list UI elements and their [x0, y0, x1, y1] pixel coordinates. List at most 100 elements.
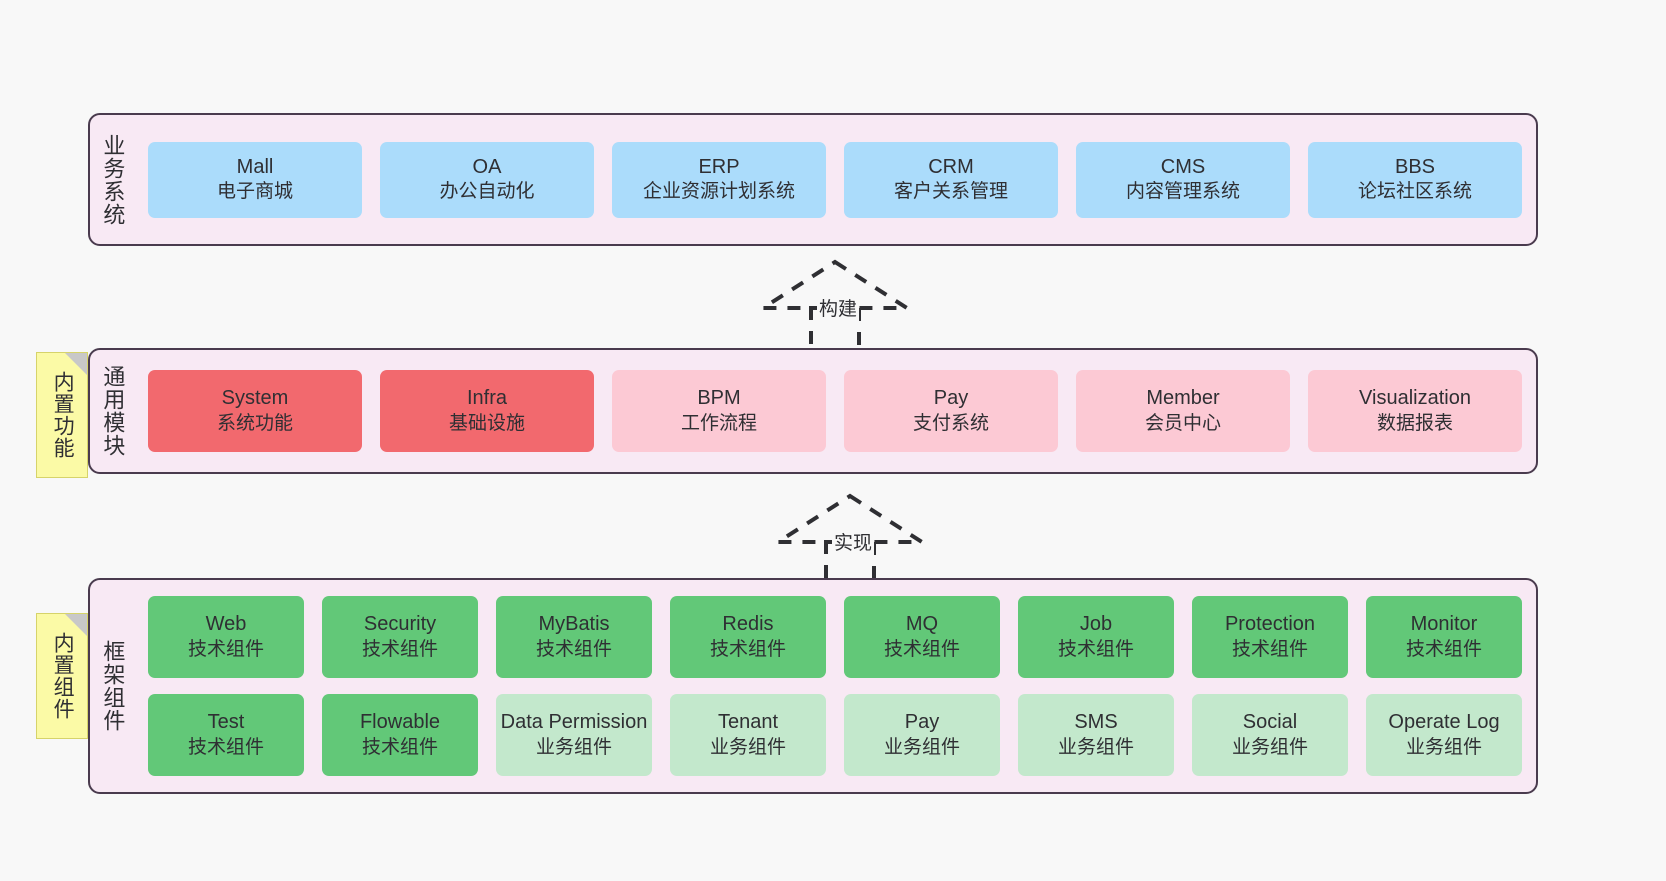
card-pay-module[interactable]: Pay 支付系统: [844, 370, 1058, 452]
card-infra-name: Infra: [466, 387, 508, 410]
card-data-permission-desc: 业务组件: [535, 736, 612, 758]
card-visualization-desc: 数据报表: [1376, 412, 1453, 434]
layer-body-framework: Web 技术组件 Security 技术组件 MyBatis 技术组件 Redi…: [134, 580, 1536, 792]
card-member[interactable]: Member 会员中心: [1076, 370, 1290, 452]
layer-framework-row-tech: Web 技术组件 Security 技术组件 MyBatis 技术组件 Redi…: [148, 596, 1522, 678]
card-operate-log-name: Operate Log: [1388, 711, 1500, 734]
card-operate-log-desc: 业务组件: [1405, 736, 1482, 758]
layer-framework-components: 框架组件 Web 技术组件 Security 技术组件 MyBatis 技术组件…: [88, 578, 1538, 794]
card-social-desc: 业务组件: [1231, 736, 1308, 758]
card-job[interactable]: Job 技术组件: [1018, 596, 1174, 678]
layer-title-common: 通用模块: [100, 365, 126, 457]
card-sms-name: SMS: [1074, 711, 1118, 734]
card-mybatis-desc: 技术组件: [535, 638, 612, 660]
card-operate-log[interactable]: Operate Log 业务组件: [1366, 694, 1522, 776]
card-system-name: System: [221, 387, 289, 410]
card-web-desc: 技术组件: [187, 638, 264, 660]
card-web-name: Web: [205, 613, 247, 636]
card-crm-name: CRM: [928, 155, 974, 178]
card-pay-component[interactable]: Pay 业务组件: [844, 694, 1000, 776]
card-data-permission-name: Data Permission: [500, 711, 648, 734]
layer-business-systems: 业务系统 Mall 电子商城 OA 办公自动化 ERP 企业资源计划系统 CRM: [88, 113, 1538, 246]
card-erp[interactable]: ERP 企业资源计划系统: [612, 141, 826, 218]
card-test-name: Test: [207, 711, 245, 734]
card-erp-desc: 企业资源计划系统: [642, 181, 795, 203]
layer-framework-row-business: Test 技术组件 Flowable 技术组件 Data Permission …: [148, 694, 1522, 776]
card-web[interactable]: Web 技术组件: [148, 596, 304, 678]
card-social[interactable]: Social 业务组件: [1192, 694, 1348, 776]
card-infra[interactable]: Infra 基础设施: [380, 370, 594, 452]
card-pay-module-desc: 支付系统: [912, 412, 989, 434]
card-protection-name: Protection: [1224, 613, 1316, 636]
card-visualization[interactable]: Visualization 数据报表: [1308, 370, 1522, 452]
card-bbs[interactable]: BBS 论坛社区系统: [1308, 141, 1522, 218]
connector-build-label: 构建: [817, 294, 860, 321]
note-fold-corner-icon: [65, 353, 87, 375]
card-cms[interactable]: CMS 内容管理系统: [1076, 141, 1290, 218]
card-social-name: Social: [1242, 711, 1298, 734]
card-tenant[interactable]: Tenant 业务组件: [670, 694, 826, 776]
card-bbs-name: BBS: [1394, 155, 1436, 178]
card-flowable[interactable]: Flowable 技术组件: [322, 694, 478, 776]
card-tenant-name: Tenant: [717, 711, 779, 734]
layer-body-business: Mall 电子商城 OA 办公自动化 ERP 企业资源计划系统 CRM 客户关系…: [134, 115, 1536, 244]
card-bpm[interactable]: BPM 工作流程: [612, 370, 826, 452]
card-test[interactable]: Test 技术组件: [148, 694, 304, 776]
card-visualization-name: Visualization: [1359, 387, 1471, 410]
card-protection-desc: 技术组件: [1231, 638, 1308, 660]
card-monitor-desc: 技术组件: [1405, 638, 1482, 660]
card-mq-desc: 技术组件: [883, 638, 960, 660]
card-oa-desc: 办公自动化: [439, 181, 535, 203]
card-cms-desc: 内容管理系统: [1125, 181, 1240, 203]
card-security-desc: 技术组件: [361, 638, 438, 660]
card-pay-component-name: Pay: [904, 711, 940, 734]
card-oa[interactable]: OA 办公自动化: [380, 141, 594, 218]
card-pay-module-name: Pay: [933, 387, 969, 410]
card-monitor-name: Monitor: [1410, 613, 1478, 636]
card-security-name: Security: [363, 613, 437, 636]
card-bbs-desc: 论坛社区系统: [1357, 181, 1472, 203]
layer-common-row: System 系统功能 Infra 基础设施 BPM 工作流程 Pay 支付系统…: [148, 370, 1522, 452]
card-protection[interactable]: Protection 技术组件: [1192, 596, 1348, 678]
card-test-desc: 技术组件: [187, 736, 264, 758]
card-sms-desc: 业务组件: [1057, 736, 1134, 758]
card-monitor[interactable]: Monitor 技术组件: [1366, 596, 1522, 678]
card-job-desc: 技术组件: [1057, 638, 1134, 660]
card-mybatis-name: MyBatis: [538, 613, 610, 636]
card-infra-desc: 基础设施: [448, 412, 525, 434]
card-system[interactable]: System 系统功能: [148, 370, 362, 452]
layer-body-common: System 系统功能 Infra 基础设施 BPM 工作流程 Pay 支付系统…: [134, 350, 1536, 472]
card-flowable-name: Flowable: [359, 711, 441, 734]
layer-title-business: 业务系统: [100, 133, 126, 226]
card-bpm-desc: 工作流程: [680, 412, 757, 434]
card-data-permission[interactable]: Data Permission 业务组件: [496, 694, 652, 776]
card-redis-name: Redis: [722, 613, 774, 636]
card-security[interactable]: Security 技术组件: [322, 596, 478, 678]
card-redis-desc: 技术组件: [709, 638, 786, 660]
connector-implement: 实现: [770, 492, 930, 586]
card-tenant-desc: 业务组件: [709, 736, 786, 758]
card-mall[interactable]: Mall 电子商城: [148, 141, 362, 218]
note-builtin-features: 内置功能: [36, 352, 88, 478]
card-mq[interactable]: MQ 技术组件: [844, 596, 1000, 678]
layer-title-framework: 框架组件: [100, 640, 126, 732]
card-redis[interactable]: Redis 技术组件: [670, 596, 826, 678]
card-crm[interactable]: CRM 客户关系管理: [844, 141, 1058, 218]
card-crm-desc: 客户关系管理: [893, 181, 1008, 203]
card-member-desc: 会员中心: [1144, 412, 1221, 434]
card-pay-component-desc: 业务组件: [883, 736, 960, 758]
note-fold-corner-icon: [65, 614, 87, 636]
connector-implement-label: 实现: [832, 528, 875, 555]
card-system-desc: 系统功能: [216, 412, 293, 434]
card-mall-name: Mall: [236, 155, 274, 178]
card-job-name: Job: [1079, 613, 1113, 636]
note-builtin-components: 内置组件: [36, 613, 88, 739]
connector-build: 构建: [755, 258, 915, 352]
card-bpm-name: BPM: [697, 387, 741, 410]
layer-common-modules: 通用模块 System 系统功能 Infra 基础设施 BPM 工作流程 Pay: [88, 348, 1538, 474]
card-oa-name: OA: [472, 155, 502, 178]
card-mybatis[interactable]: MyBatis 技术组件: [496, 596, 652, 678]
card-cms-name: CMS: [1160, 155, 1206, 178]
card-sms[interactable]: SMS 业务组件: [1018, 694, 1174, 776]
